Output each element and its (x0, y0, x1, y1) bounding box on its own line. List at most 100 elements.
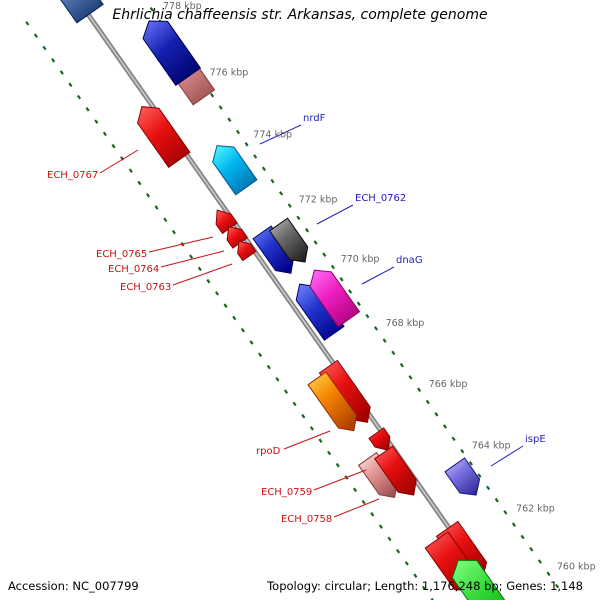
leader-line-ECH_0767 (99, 149, 139, 174)
scale-label: 776 kbp (210, 68, 249, 79)
tick-mark (430, 597, 435, 600)
tick-mark (520, 534, 525, 540)
tick-mark (451, 436, 456, 442)
tick-mark (244, 142, 249, 147)
leader-line-rpoD (283, 430, 331, 450)
tick-mark (68, 82, 73, 88)
gene-arrow[interactable] (142, 20, 202, 86)
gene-arrow[interactable] (295, 283, 345, 341)
tick-mark (296, 215, 301, 221)
gene-arrow-ECH_0767[interactable] (137, 106, 191, 168)
tick-mark (33, 33, 38, 38)
gene-arrow-ispE[interactable] (444, 457, 481, 496)
scale-label: 768 kbp (386, 318, 425, 329)
tick-mark (76, 94, 82, 100)
tick-mark (137, 180, 142, 186)
tick-mark (356, 301, 361, 307)
gene-arrow[interactable] (451, 559, 524, 600)
tick-mark (365, 313, 370, 319)
gene-arrow-dnaG[interactable] (309, 269, 361, 328)
tick-mark (442, 424, 448, 429)
gene-label-ECH_0758[interactable]: ECH_0758 (281, 514, 332, 525)
gene-label-ECH_0759[interactable]: ECH_0759 (261, 487, 312, 498)
tick-mark (396, 548, 401, 554)
tick-mark (210, 92, 215, 98)
scale-label: 762 kbp (516, 504, 555, 515)
gene-label-ispE[interactable]: ispE (525, 434, 546, 445)
tick-mark (387, 536, 392, 542)
tick-mark (546, 571, 551, 577)
gene-arrow[interactable] (368, 427, 391, 452)
tick-mark (235, 129, 241, 135)
gene-arrow-ECH_0764[interactable] (226, 225, 249, 249)
tick-mark (227, 117, 232, 122)
tick-mark (59, 70, 64, 75)
gene-label-ECH_0767[interactable]: ECH_0767 (47, 170, 98, 181)
gene-arrow[interactable] (50, 0, 104, 24)
tick-mark (189, 254, 194, 259)
gene-label-ECH_0762[interactable]: ECH_0762 (355, 193, 406, 204)
leader-line-nrdF (259, 124, 302, 145)
gene-label-ECH_0764[interactable]: ECH_0764 (108, 264, 159, 275)
tick-mark (460, 448, 465, 454)
tick-mark (102, 131, 107, 137)
tick-mark (330, 264, 335, 270)
tick-mark (335, 462, 340, 468)
tick-mark (537, 559, 542, 564)
tick-mark (417, 387, 422, 392)
tick-mark (304, 227, 310, 233)
tick-mark (232, 315, 237, 321)
tick-mark (404, 561, 409, 566)
tick-mark (214, 291, 220, 296)
gene-arrow-ECH_0762[interactable] (268, 217, 309, 263)
tick-mark (253, 154, 258, 159)
tick-mark (309, 426, 314, 431)
scale-label: 772 kbp (299, 194, 338, 205)
gene-label-ECH_0763[interactable]: ECH_0763 (120, 282, 171, 293)
leader-line-dnaG (361, 266, 395, 285)
scale-label: 760 kbp (557, 562, 596, 573)
tick-mark (339, 277, 344, 282)
tick-mark (258, 352, 263, 358)
gene-arrow-nrdF[interactable] (212, 145, 258, 196)
tick-mark (477, 473, 482, 478)
gene-arrow-rpoD[interactable] (307, 371, 358, 432)
gene-label-ECH_0765[interactable]: ECH_0765 (96, 249, 147, 260)
scale-label: 778 kbp (163, 1, 202, 12)
tick-mark (378, 524, 383, 529)
tick-mark (382, 338, 387, 343)
tick-mark (318, 438, 323, 443)
leader-line-ECH_0758 (333, 498, 380, 518)
tick-mark (348, 289, 353, 294)
genome-summary-text: Topology: circular; Length: 1,176,248 bp… (267, 579, 583, 593)
tick-mark (327, 450, 332, 456)
tick-mark (51, 58, 56, 63)
tick-mark (413, 573, 418, 578)
accession-text: Accession: NC_007799 (8, 579, 139, 593)
tick-mark (218, 105, 223, 110)
tick-mark (468, 461, 473, 466)
tick-mark (434, 412, 439, 417)
tick-mark (408, 375, 413, 380)
gene-arrow-ECH_0765[interactable] (215, 209, 238, 235)
gene-label-nrdF[interactable]: nrdF (303, 113, 326, 124)
tick-mark (399, 362, 404, 368)
tick-mark (261, 166, 266, 172)
tick-mark (275, 377, 280, 382)
tick-mark (25, 21, 30, 26)
tick-mark (42, 45, 47, 51)
gene-label-dnaG[interactable]: dnaG (396, 255, 423, 266)
tick-mark (301, 413, 306, 419)
gene-arrow-ECH_0758[interactable] (374, 445, 417, 496)
gene-label-rpoD[interactable]: rpoD (256, 446, 281, 457)
tick-mark (283, 389, 289, 394)
tick-mark (555, 583, 560, 589)
leader-line-ECH_0759 (313, 469, 367, 491)
gene-arrow[interactable] (252, 225, 295, 274)
gene-arrow-ECH_0763[interactable] (237, 240, 257, 262)
tick-mark (425, 399, 430, 405)
tick-mark (270, 178, 275, 184)
genome-backbone-highlight (77, 0, 501, 600)
